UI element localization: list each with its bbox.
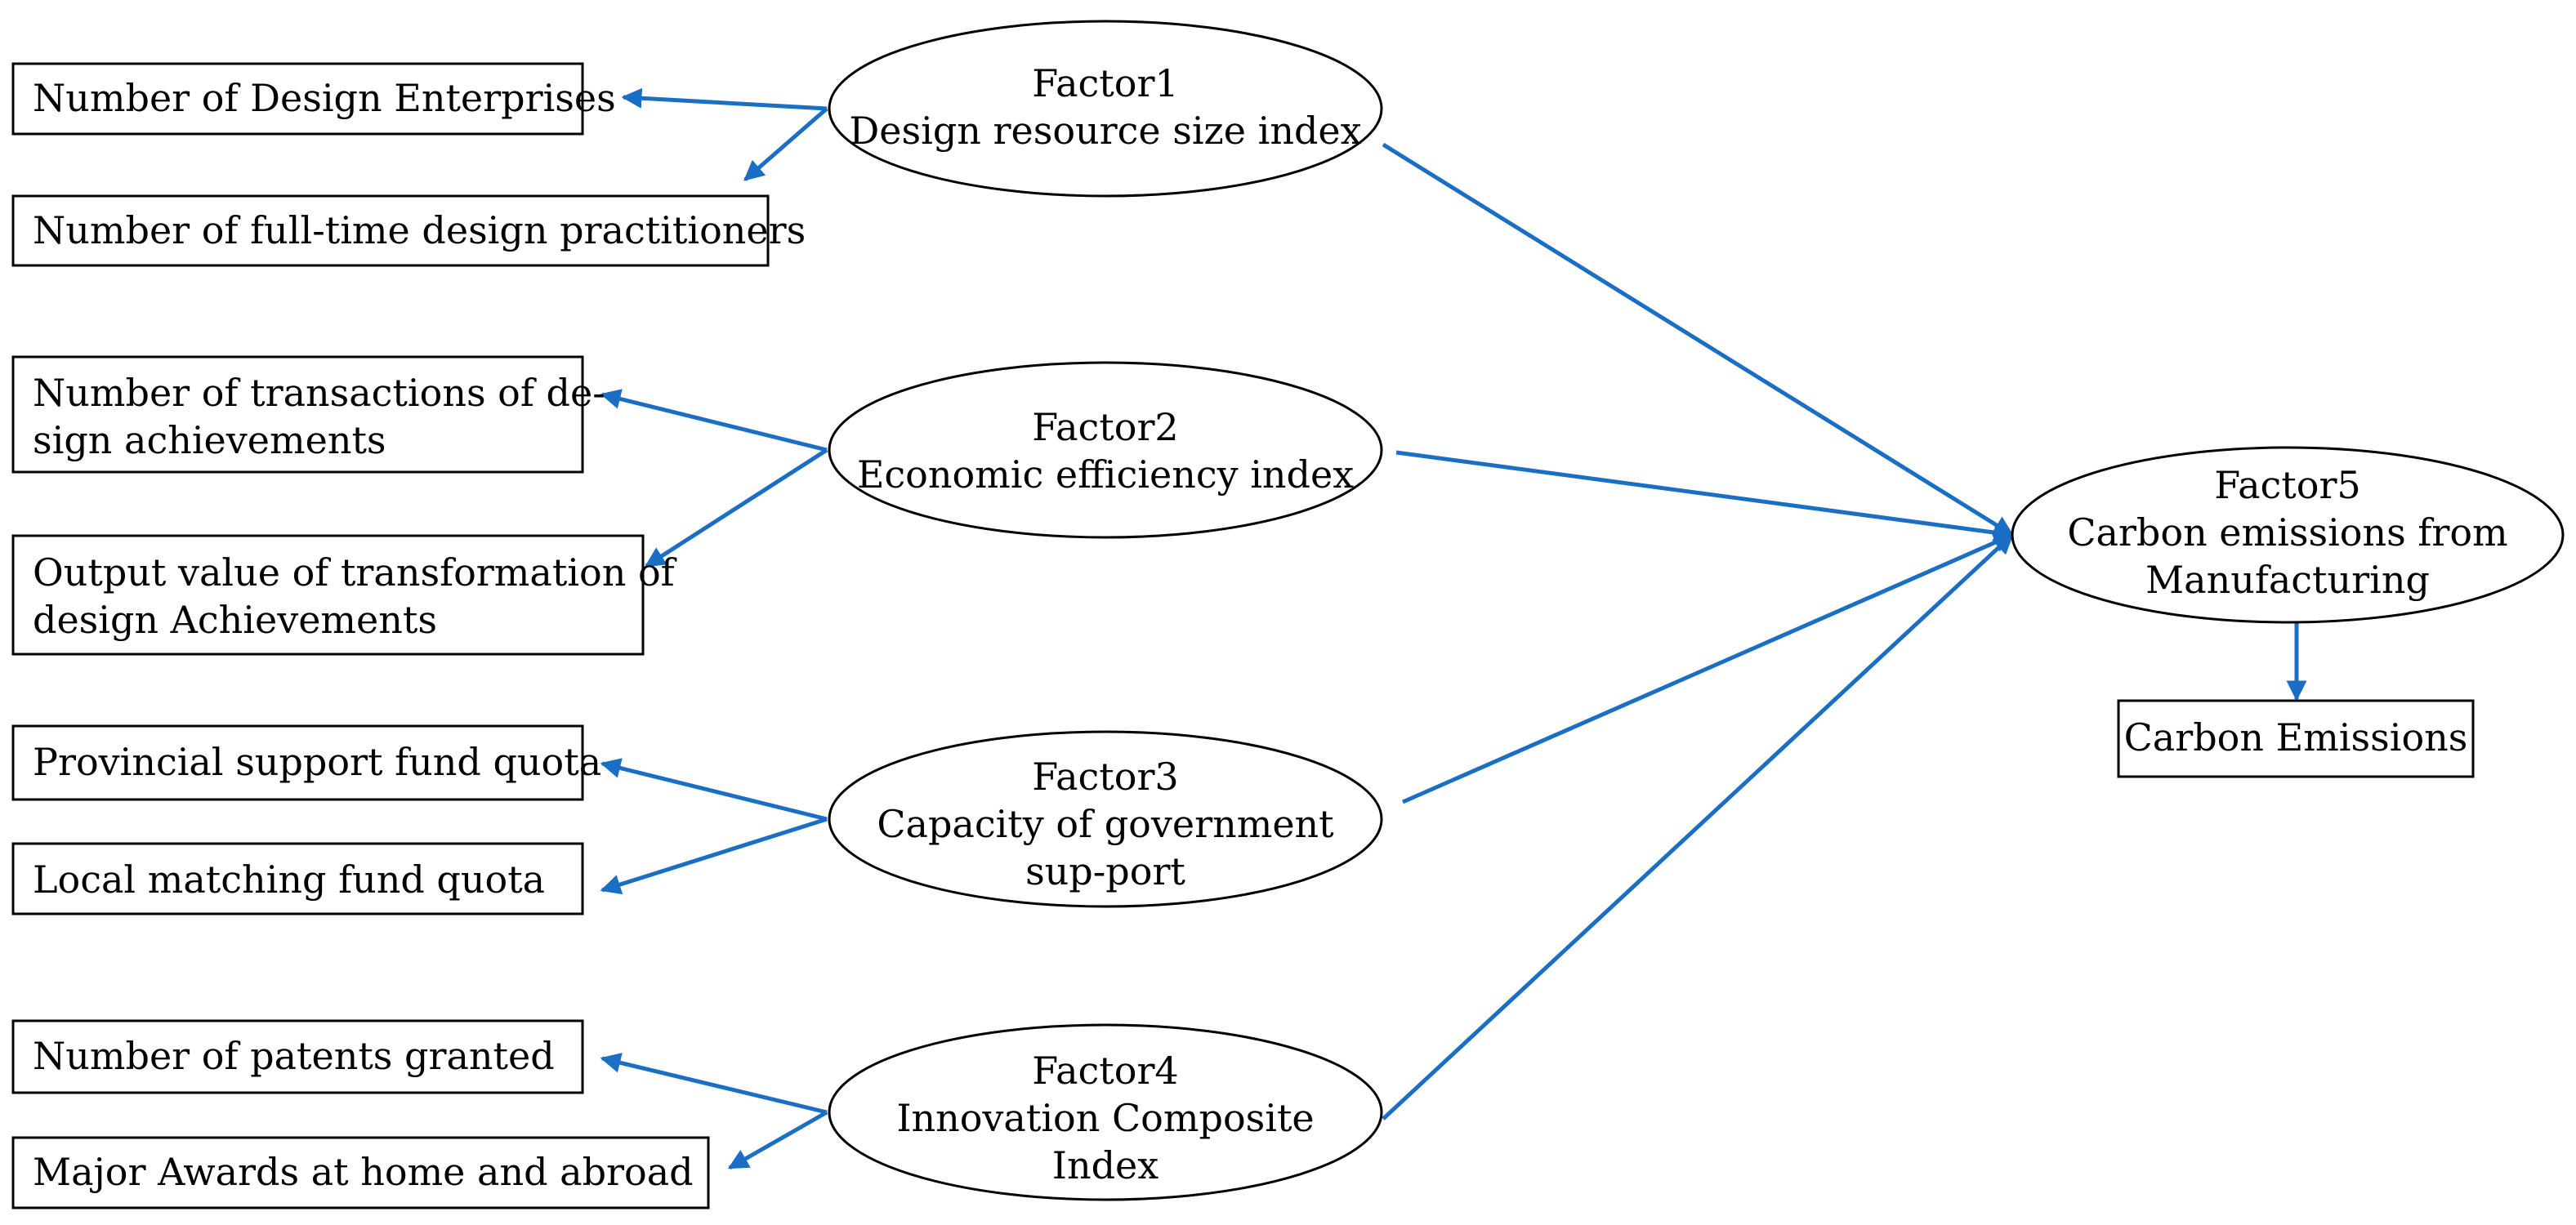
svg-text:Major Awards at home and abroa: Major Awards at home and abroad <box>33 1150 694 1194</box>
svg-text:Design resource size index: Design resource size index <box>849 109 1361 153</box>
factor4-node: Factor4 Innovation Composite Index <box>828 1023 1383 1201</box>
svg-text:Factor5: Factor5 <box>2214 463 2360 507</box>
edge-f2-transactions <box>600 389 828 452</box>
edge-f2-output-value <box>644 448 828 568</box>
edge-f3-provincial-fund <box>600 758 828 822</box>
edge-f2-f5 <box>1395 450 2015 543</box>
indicator-box-design-enterprises: Number of Design Enterprises <box>11 62 616 136</box>
edge-f1-f5 <box>1382 142 2015 537</box>
svg-text:Factor1: Factor1 <box>1032 61 1178 105</box>
svg-text:Capacity of government: Capacity of government <box>877 802 1334 846</box>
factor3-node: Factor3 Capacity of government sup-port <box>828 730 1383 908</box>
factor5-node: Factor5 Carbon emissions from Manufactur… <box>2011 446 2565 624</box>
edges <box>600 87 2307 1170</box>
svg-text:Number of Design Enterprises: Number of Design Enterprises <box>33 76 616 120</box>
edge-f1-design-enterprises <box>621 87 828 111</box>
svg-text:Carbon Emissions: Carbon Emissions <box>2124 715 2468 760</box>
indicator-box-carbon-emissions: Carbon Emissions <box>2117 699 2475 778</box>
svg-text:Output value of transformation: Output value of transformation of <box>33 550 677 595</box>
svg-text:Local matching fund quota: Local matching fund quota <box>33 858 545 902</box>
svg-text:sign achievements: sign achievements <box>33 418 386 462</box>
svg-text:Number of full-time design pra: Number of full-time design practitioners <box>33 208 806 252</box>
indicator-box-output-value: Output value of transformation of design… <box>11 534 677 656</box>
svg-text:Provincial support fund quota: Provincial support fund quota <box>33 740 601 784</box>
edge-f4-patents <box>600 1053 828 1115</box>
svg-text:Manufacturing: Manufacturing <box>2145 558 2430 602</box>
svg-text:Number of transactions of de-: Number of transactions of de- <box>33 371 605 415</box>
svg-text:Carbon emissions from: Carbon emissions from <box>2067 510 2507 555</box>
indicator-box-patents: Number of patents granted <box>11 1019 584 1094</box>
edge-f3-f5 <box>1401 532 2015 804</box>
factor2-node: Factor2 Economic efficiency index <box>828 361 1383 539</box>
svg-text:Number of patents granted: Number of patents granted <box>33 1034 555 1078</box>
svg-text:Factor2: Factor2 <box>1032 405 1178 449</box>
factor1-node: Factor1 Design resource size index <box>828 20 1383 198</box>
svg-text:sup-port: sup-port <box>1025 849 1185 893</box>
edge-f4-awards <box>727 1110 828 1170</box>
edge-f4-f5 <box>1382 533 2014 1120</box>
indicator-box-awards: Major Awards at home and abroad <box>11 1136 710 1209</box>
svg-text:Factor3: Factor3 <box>1032 755 1178 799</box>
svg-text:Economic efficiency index: Economic efficiency index <box>857 452 1354 497</box>
indicator-box-local-fund: Local matching fund quota <box>11 842 584 915</box>
indicator-box-design-practitioners: Number of full-time design practitioners <box>11 194 806 267</box>
svg-text:Innovation Composite: Innovation Composite <box>896 1096 1314 1140</box>
svg-text:Index: Index <box>1052 1143 1159 1187</box>
svg-text:Factor4: Factor4 <box>1032 1049 1178 1093</box>
edge-f3-local-fund <box>600 817 828 895</box>
svg-text:design Achievements: design Achievements <box>33 598 437 642</box>
indicator-box-provincial-fund: Provincial support fund quota <box>11 724 601 801</box>
indicator-box-transactions: Number of transactions of de- sign achie… <box>11 355 605 474</box>
edge-f1-design-practitioners <box>743 107 828 181</box>
